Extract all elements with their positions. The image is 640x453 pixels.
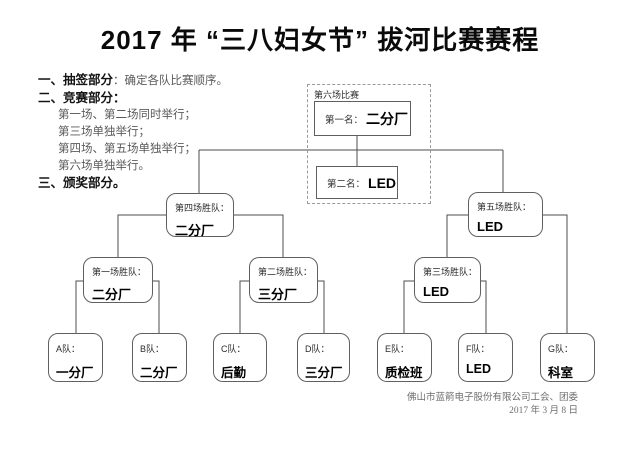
page-title: 2017 年 “三八妇女节” 拔河比赛赛程 xyxy=(100,25,540,55)
match5-winner-label: 第五场胜队： xyxy=(477,202,532,212)
team-f-box: F队： LED xyxy=(458,333,513,382)
team-g-label: G队： xyxy=(548,344,574,354)
first-place-team: 二分厂 xyxy=(366,110,409,127)
match1-winner-team: 二分厂 xyxy=(92,287,132,302)
team-c-name: 后勤 xyxy=(221,366,247,380)
match4-winner-box: 第四场胜队： 二分厂 xyxy=(166,193,234,238)
team-f-label: F队： xyxy=(466,344,490,354)
match5-winner-box: 第五场胜队： LED xyxy=(468,192,543,237)
team-c-label: C队： xyxy=(221,344,246,354)
match4-winner-team: 二分厂 xyxy=(175,223,215,238)
match3-winner-label: 第三场胜队： xyxy=(423,267,478,277)
first-place-box: 第一名： 二分厂 xyxy=(314,101,411,136)
note-draw-text: ：确定各队比赛顺序。 xyxy=(113,75,229,87)
match3-winner-team: LED xyxy=(423,284,449,299)
footer-block: 佛山市蓝箭电子股份有限公司工会、团委 2017 年 3 月 8 日 xyxy=(407,392,578,418)
second-place-team: LED xyxy=(368,174,397,191)
match2-winner-team: 三分厂 xyxy=(258,287,298,302)
note-draw-section: 一、抽签部分：确定各队比赛顺序。 xyxy=(38,72,288,90)
match4-winner-label: 第四场胜队： xyxy=(175,203,230,213)
match2-winner-box: 第二场胜队： 三分厂 xyxy=(249,257,318,303)
match1-winner-label: 第一场胜队： xyxy=(92,267,147,277)
note-draw-label: 一、抽签部分 xyxy=(38,73,114,87)
team-e-label: E队： xyxy=(385,344,410,354)
team-g-name: 科室 xyxy=(548,366,574,380)
team-b-box: B队： 二分厂 xyxy=(132,333,187,382)
note-match-line-1: 第一场、第二场同时举行； xyxy=(58,109,196,121)
team-d-label: D队： xyxy=(305,344,330,354)
note-match-line-2: 第三场单独举行； xyxy=(58,126,150,138)
second-place-label: 第二名： xyxy=(327,178,366,190)
team-a-name: 一分厂 xyxy=(56,366,94,380)
footer-date: 2017 年 3 月 8 日 xyxy=(509,406,578,416)
note-match-line-3: 第四场、第五场单独举行； xyxy=(58,143,196,155)
notes-block: 一、抽签部分：确定各队比赛顺序。 二、竞赛部分： 第一场、第二场同时举行； 第三… xyxy=(38,72,288,192)
team-e-name: 质检班 xyxy=(385,366,423,380)
team-a-label: A队： xyxy=(56,344,81,354)
team-g-box: G队： 科室 xyxy=(540,333,595,382)
team-d-box: D队： 三分厂 xyxy=(297,333,350,382)
team-b-label: B队： xyxy=(140,344,165,354)
team-a-box: A队： 一分厂 xyxy=(48,333,103,382)
match3-winner-box: 第三场胜队： LED xyxy=(414,257,481,303)
team-f-name: LED xyxy=(466,362,491,376)
note-match-line-4: 第六场单独举行。 xyxy=(58,160,150,172)
team-e-box: E队： 质检班 xyxy=(377,333,432,382)
team-b-name: 二分厂 xyxy=(140,366,178,380)
match1-winner-box: 第一场胜队： 二分厂 xyxy=(83,257,153,303)
footer-organizer: 佛山市蓝箭电子股份有限公司工会、团委 xyxy=(406,393,578,403)
team-d-name: 三分厂 xyxy=(305,366,343,380)
team-c-box: C队： 后勤 xyxy=(213,333,267,382)
match5-winner-team: LED xyxy=(477,219,503,234)
final-match-group-label: 第六场比赛 xyxy=(314,90,360,100)
first-place-label: 第一名： xyxy=(325,114,364,126)
second-place-box: 第二名： LED xyxy=(316,166,398,199)
final-match-group: 第六场比赛 xyxy=(307,84,431,204)
note-match-label: 二、竞赛部分： xyxy=(38,91,126,105)
note-award-label: 三、颁奖部分。 xyxy=(38,176,126,190)
match2-winner-label: 第二场胜队： xyxy=(258,267,313,277)
